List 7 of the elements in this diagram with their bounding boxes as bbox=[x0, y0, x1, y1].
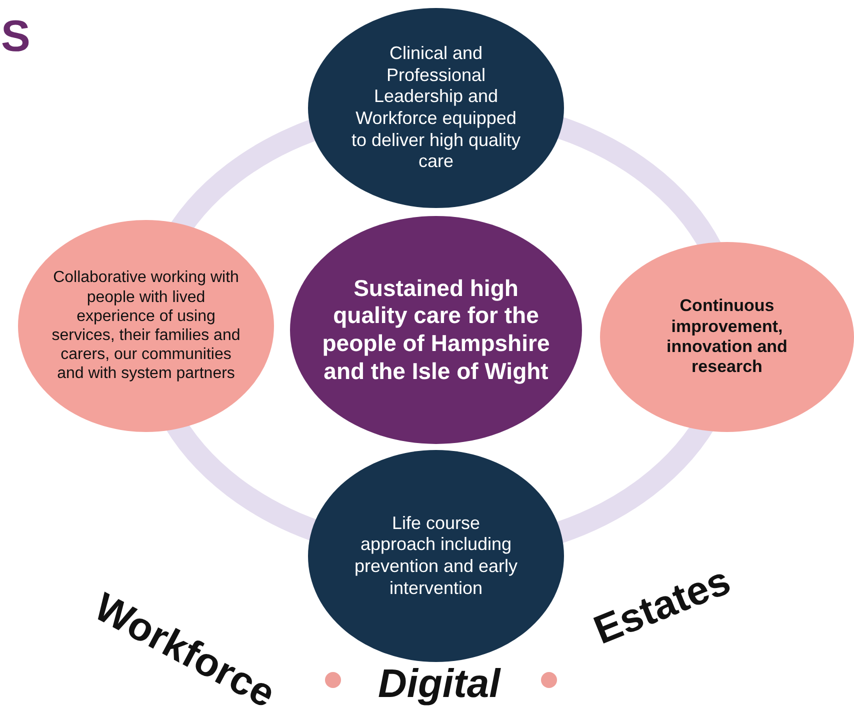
heading-fragment: S bbox=[1, 12, 30, 62]
node-text: Life course approach including prevention and early intervention bbox=[354, 512, 518, 600]
node-text: Sustained high quality care for the people of Hampshire and the Isle of Wight bbox=[321, 274, 551, 386]
node-text: Collaborative working with people with lived experience of using services, their families and carers, our communities and with system partners bbox=[50, 268, 242, 384]
node-text: Continuous improvement, innovation and research bbox=[666, 296, 788, 378]
pillar-label: Digital bbox=[378, 662, 500, 707]
node-text: Clinical and Professional Leadership and Workforce equipped to deliver high quality care bbox=[350, 43, 522, 173]
